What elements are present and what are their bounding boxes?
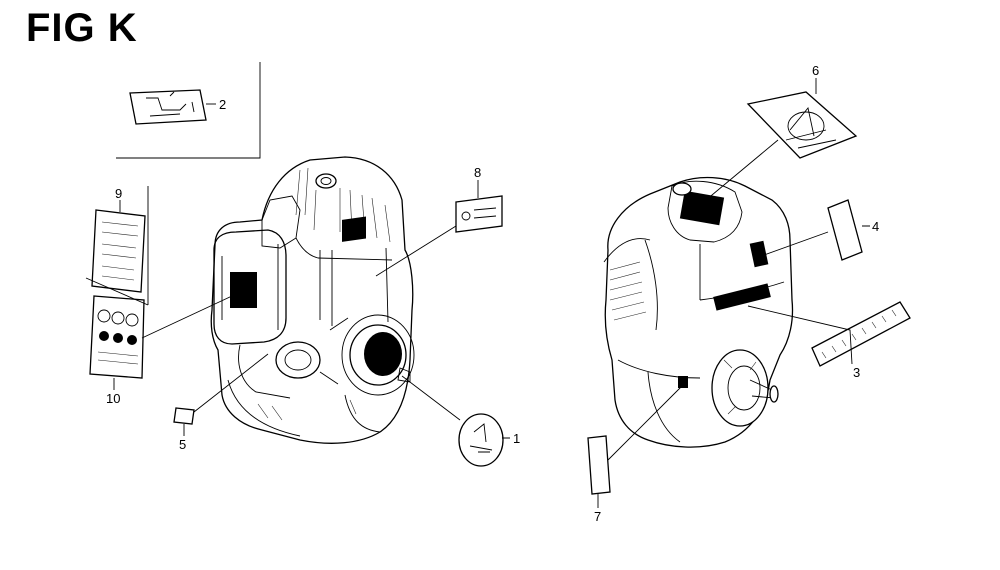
icon-label-part-10 [89, 295, 145, 379]
engine-left-view [210, 156, 415, 444]
leader-lines [113, 78, 870, 508]
tall-label-part-7 [587, 435, 611, 495]
four-stroke-label-part-6 [746, 91, 858, 159]
round-decal-part-1 [458, 413, 504, 467]
figure-title: FIG K [26, 6, 138, 50]
callout-10: 10 [106, 391, 120, 406]
callout-1: 1 [513, 431, 520, 446]
callout-9: 9 [115, 186, 122, 201]
brand-strip-part-3 [811, 301, 911, 367]
oil-label-part-2 [116, 62, 261, 159]
callout-6: 6 [812, 63, 819, 78]
warning-label-part-9 [85, 186, 149, 306]
strip-label-part-4 [827, 199, 863, 261]
model-label-part-8 [455, 195, 503, 233]
callout-2: 2 [219, 97, 226, 112]
engine-right-view [603, 176, 794, 448]
callout-7: 7 [594, 509, 601, 524]
callout-3: 3 [853, 365, 860, 380]
small-label-part-5 [173, 407, 195, 425]
callout-5: 5 [179, 437, 186, 452]
callout-8: 8 [474, 165, 481, 180]
callout-4: 4 [872, 219, 879, 234]
